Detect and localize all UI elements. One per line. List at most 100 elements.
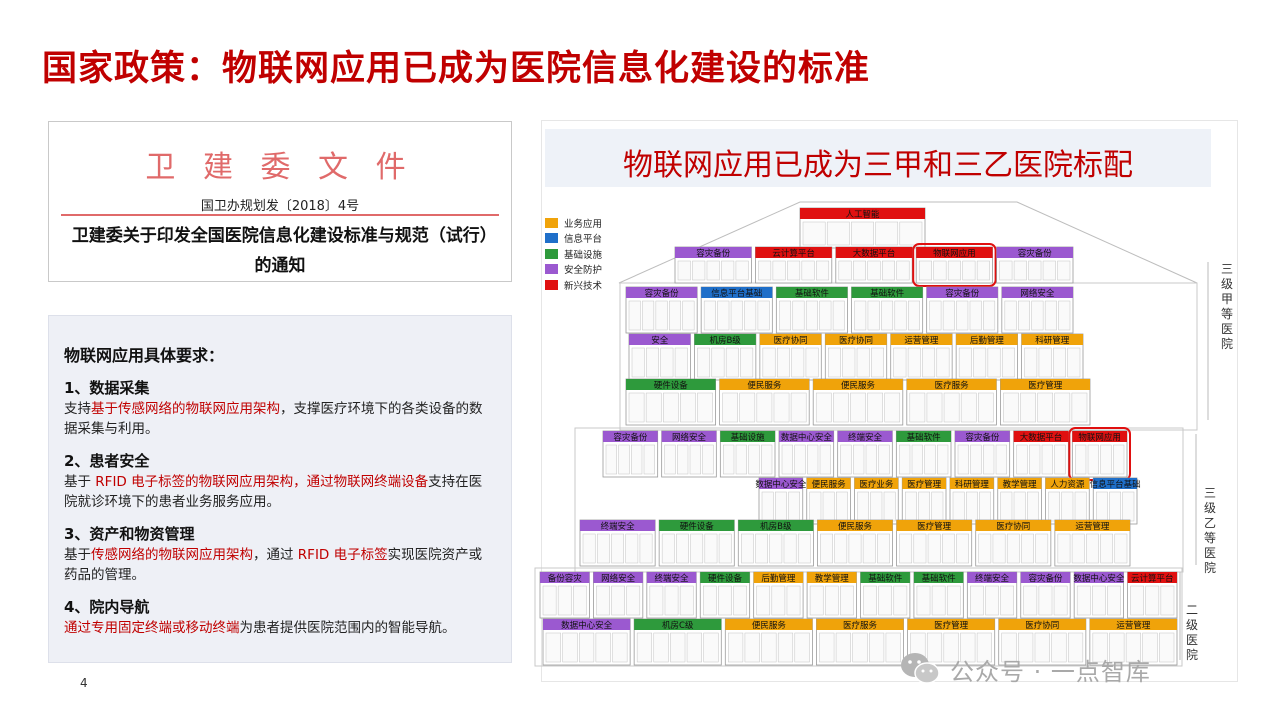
sub-item-cell: [878, 585, 893, 616]
sub-item-cell: [794, 444, 806, 475]
module-label: 容灾备份: [613, 432, 648, 443]
module-header: [816, 619, 904, 630]
sub-item-cell: [852, 632, 868, 663]
sub-item-cell: [1086, 533, 1099, 564]
sub-item-cell: [943, 632, 959, 663]
sub-item-cell: [824, 585, 839, 616]
module-label: 医疗管理: [1028, 380, 1063, 391]
module-header: [659, 520, 735, 531]
sub-item-cell: [1061, 491, 1074, 522]
module-label: 医疗服务: [935, 380, 970, 391]
sub-item-cell: [786, 585, 801, 616]
module-header: [675, 247, 752, 258]
module-label: 机房B级: [709, 335, 741, 346]
sub-item-cell: [942, 300, 955, 331]
module-label: 后勤管理: [761, 573, 796, 584]
sub-item-cell: [907, 300, 920, 331]
sub-item-cell: [646, 347, 659, 378]
sub-item-cell: [579, 632, 595, 663]
sub-item-cell: [1100, 533, 1114, 564]
legend-item: 业务应用: [545, 215, 602, 231]
sub-item-cell: [970, 444, 982, 475]
sub-item-cell: [649, 585, 664, 616]
sub-item-cell: [725, 347, 739, 378]
module-header: [700, 572, 750, 583]
sub-item-cell: [1074, 491, 1087, 522]
sub-item-cell: [850, 392, 866, 423]
sub-item-cell: [1001, 347, 1015, 378]
tier-label-grade-3b: 三级乙等医院: [1203, 486, 1216, 575]
module-header: [1045, 478, 1090, 489]
sub-item-cell: [838, 260, 852, 281]
sub-item-cell: [969, 300, 982, 331]
body-text: 实现医院资产或药品的管理。: [64, 547, 483, 583]
sub-item-cell: [1057, 260, 1071, 281]
document-subject: 卫建委关于印发全国医院信息化建设标准与规范（试行）的通知: [71, 226, 489, 276]
body-text: ，通过: [253, 547, 298, 563]
sub-item-cell: [957, 444, 969, 475]
sub-item-cell: [1027, 491, 1039, 522]
module-label: 科研管理: [955, 479, 990, 490]
highlighted-text: RFID 电子标签: [297, 547, 388, 563]
module-label: 医疗协同: [1025, 620, 1059, 631]
sub-item-cell: [758, 260, 772, 281]
module-label: 备份容灾: [548, 573, 583, 584]
sub-item-cell: [669, 300, 681, 331]
sub-item-cell: [611, 533, 624, 564]
sub-item-cell: [682, 300, 695, 331]
sub-item-cell: [894, 300, 907, 331]
module-header: [956, 334, 1018, 345]
sub-item-cell: [1035, 533, 1049, 564]
body-text: 支持: [64, 401, 91, 417]
sub-item-cell: [885, 632, 901, 663]
sub-item-cell: [605, 444, 617, 475]
sub-item-cell: [573, 585, 587, 616]
sub-item-cell: [1057, 533, 1071, 564]
sub-item-cell: [739, 392, 756, 423]
sub-item-cell: [596, 533, 610, 564]
sub-item-cell: [1044, 300, 1057, 331]
module-label: 信息平台基础: [711, 288, 762, 299]
module-header: [967, 572, 1017, 583]
module-header: [1074, 572, 1124, 583]
sub-item-cell: [1023, 585, 1038, 616]
sub-item-cell: [1006, 533, 1020, 564]
module-label: 便民服务: [838, 521, 873, 532]
sub-item-cell: [626, 585, 641, 616]
module-header: [1089, 619, 1177, 630]
sub-item-cell: [1018, 300, 1030, 331]
sub-item-cell: [741, 533, 754, 564]
page-number: 4: [80, 676, 88, 690]
sub-item-cell: [1037, 392, 1054, 423]
sub-item-cell: [1029, 444, 1041, 475]
module-header: [1054, 520, 1130, 531]
legend-swatch: [545, 264, 558, 275]
module-header: [851, 287, 923, 298]
sub-item-cell: [851, 221, 874, 246]
sub-item-cell: [867, 260, 881, 281]
module-header: [975, 520, 1051, 531]
module-label: 容灾备份: [696, 248, 731, 259]
module-header: [955, 431, 1010, 442]
sub-item-cell: [816, 260, 830, 281]
module-label: 医疗管理: [907, 479, 942, 490]
sub-item-cell: [878, 444, 890, 475]
sub-item-cell: [862, 533, 876, 564]
sub-item-cell: [983, 444, 995, 475]
module-header: [701, 287, 773, 298]
document-number: 国卫办规划发〔2018〕4号: [200, 199, 360, 214]
module-header: [996, 247, 1073, 258]
module-label: 数据中心安全: [1073, 573, 1125, 584]
module-label: 教学管理: [815, 573, 850, 584]
sub-item-cell: [1053, 585, 1068, 616]
sub-item-cell: [735, 260, 749, 281]
sub-item-cell: [819, 300, 832, 331]
sub-item-cell: [1054, 392, 1071, 423]
sub-item-cell: [857, 491, 869, 522]
sub-item-cell: [992, 533, 1006, 564]
module-header: [646, 572, 697, 583]
module-label: 硬件设备: [680, 521, 715, 532]
sub-item-cell: [670, 632, 686, 663]
sub-item-cell: [542, 585, 557, 616]
